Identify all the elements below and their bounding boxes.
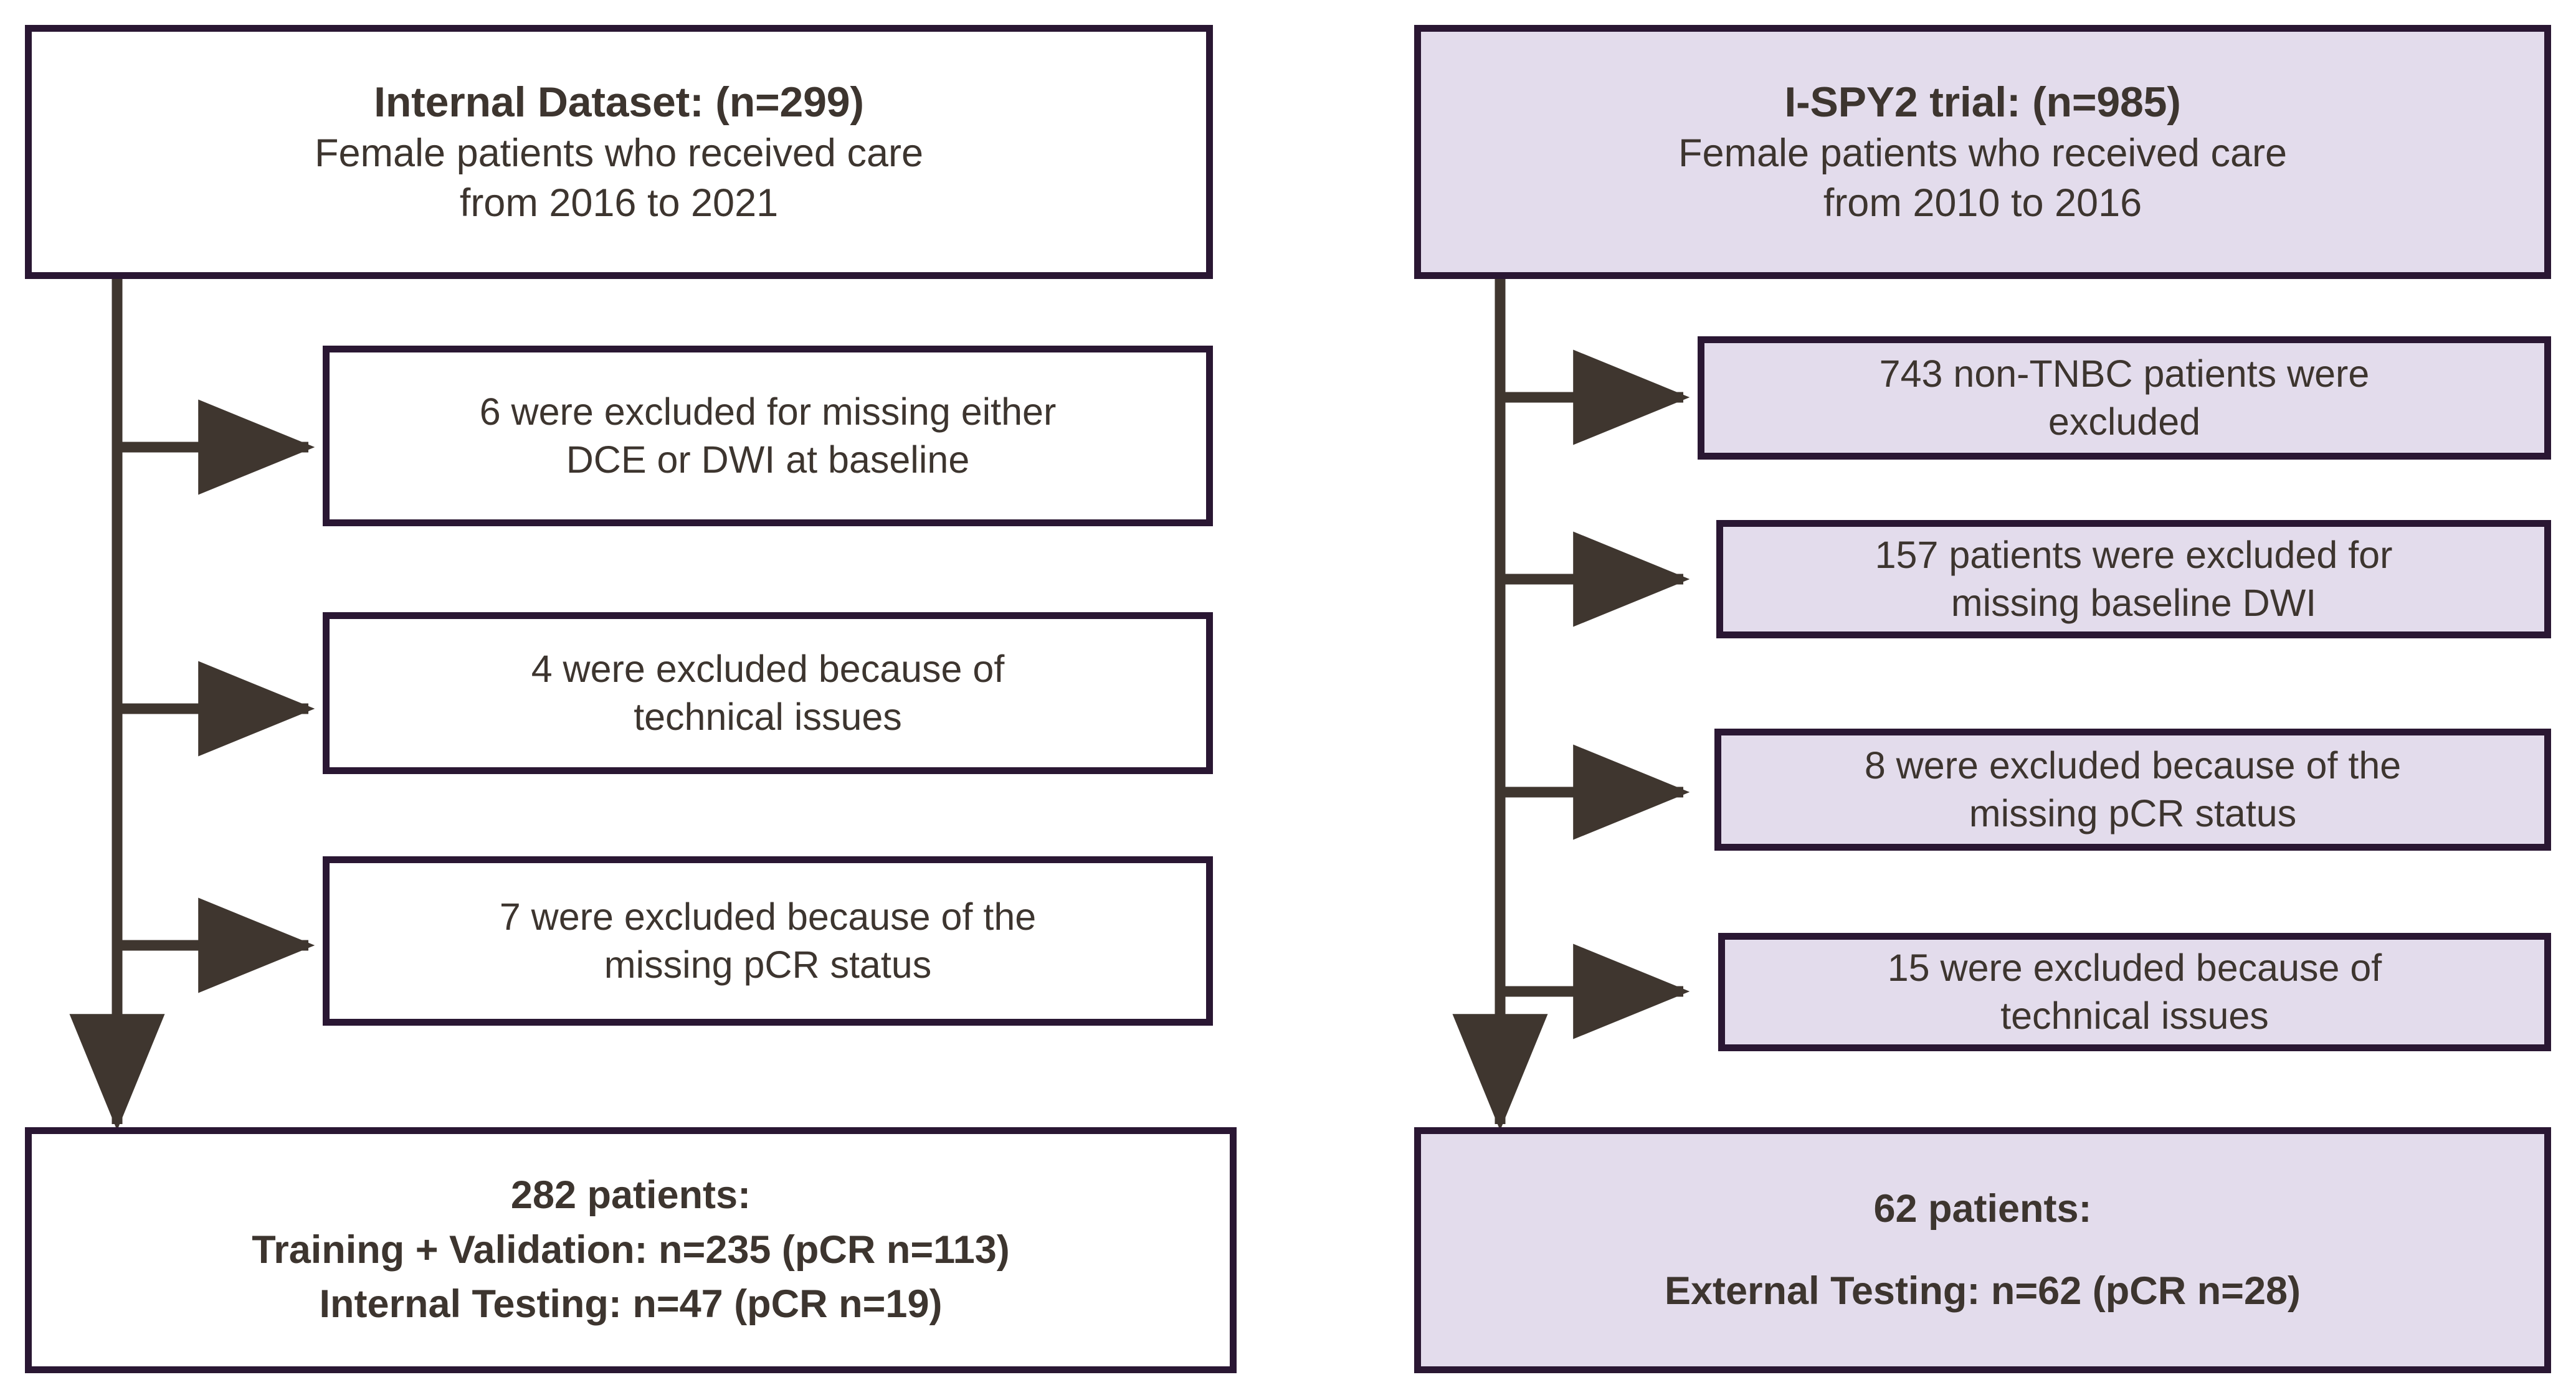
right-exclusion-box-2[interactable]: 157 patients were excluded for missing b… [1716, 520, 2551, 638]
left-result-line1: 282 patients: [510, 1173, 751, 1217]
right-exclusion-box-4[interactable]: 15 were excluded because of technical is… [1718, 933, 2551, 1051]
right-exclusion-2-line1: 157 patients were excluded for [1875, 534, 2393, 577]
right-header-box[interactable]: I-SPY2 trial: (n=985) Female patients wh… [1414, 25, 2551, 279]
right-exclusion-4-line2: technical issues [2000, 995, 2269, 1037]
left-exclusion-box-2[interactable]: 4 were excluded because of technical iss… [323, 612, 1213, 774]
right-exclusion-1-line2: excluded [2048, 400, 2201, 443]
right-exclusion-box-3[interactable]: 8 were excluded because of the missing p… [1714, 729, 2551, 851]
left-exclusion-box-1[interactable]: 6 were excluded for missing either DCE o… [323, 346, 1213, 526]
left-exclusion-1-line2: DCE or DWI at baseline [566, 438, 970, 481]
right-header-line2: Female patients who received care [1678, 131, 2287, 176]
right-header-line3: from 2010 to 2016 [1823, 181, 2142, 225]
right-result-line1: 62 patients: [1873, 1187, 2092, 1231]
right-exclusion-3-line1: 8 were excluded because of the [1864, 744, 2402, 787]
right-connectors [1452, 279, 1690, 1131]
left-result-line3: Internal Testing: n=47 (pCR n=19) [319, 1282, 943, 1326]
left-exclusion-3-line2: missing pCR status [604, 943, 932, 986]
left-exclusion-3-line1: 7 were excluded because of the [499, 896, 1037, 938]
right-exclusion-2-line2: missing baseline DWI [1951, 582, 2317, 624]
left-result-box[interactable]: 282 patients: Training + Validation: n=2… [25, 1127, 1237, 1373]
right-exclusion-1-line1: 743 non-TNBC patients were [1879, 352, 2370, 395]
left-header-box[interactable]: Internal Dataset: (n=299) Female patient… [25, 25, 1213, 279]
left-exclusion-1-line1: 6 were excluded for missing either [479, 390, 1057, 433]
left-header-line3: from 2016 to 2021 [459, 181, 779, 225]
right-exclusion-3-line2: missing pCR status [1969, 792, 2297, 834]
left-exclusion-2-line2: technical issues [634, 696, 902, 738]
left-connectors [69, 279, 315, 1131]
left-header-line2: Female patients who received care [315, 131, 923, 176]
left-header-title: Internal Dataset: (n=299) [374, 78, 864, 126]
right-exclusion-box-1[interactable]: 743 non-TNBC patients were excluded [1698, 336, 2551, 460]
left-result-line2: Training + Validation: n=235 (pCR n=113) [252, 1227, 1010, 1272]
right-exclusion-4-line1: 15 were excluded because of [1887, 947, 2382, 990]
right-result-line3: External Testing: n=62 (pCR n=28) [1664, 1269, 2301, 1313]
right-result-box[interactable]: 62 patients: External Testing: n=62 (pCR… [1414, 1127, 2551, 1373]
right-header-title: I-SPY2 trial: (n=985) [1784, 78, 2181, 126]
left-exclusion-box-3[interactable]: 7 were excluded because of the missing p… [323, 856, 1213, 1026]
left-exclusion-2-line1: 4 were excluded because of [531, 648, 1005, 691]
